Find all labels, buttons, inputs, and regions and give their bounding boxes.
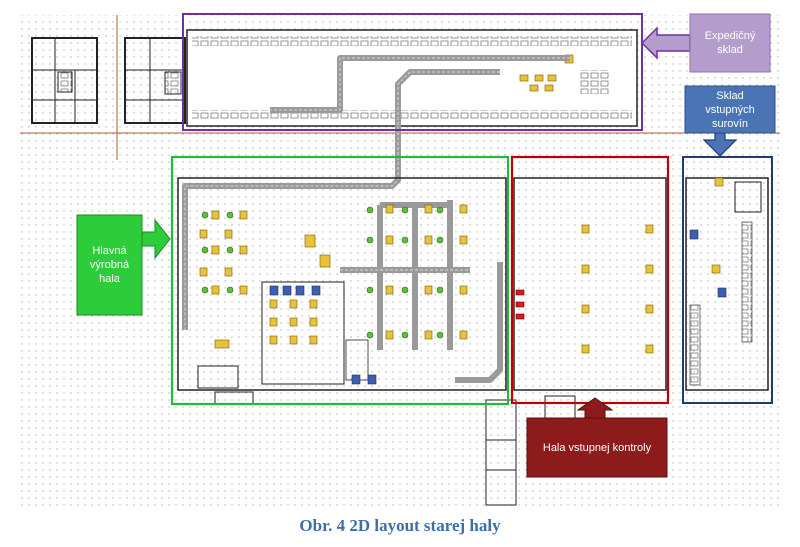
label-sklad-vstupnych-surovin: Sklad vstupných surovín (705, 89, 755, 130)
annex-plan (485, 399, 517, 506)
arrow-right-icon (141, 218, 171, 260)
floorplan-right (124, 37, 186, 124)
main-hall-label-box (76, 214, 143, 316)
label-expedicny-sklad: Expedičný sklad (704, 30, 756, 56)
raw-warehouse-plan (685, 177, 769, 391)
zone-main-hall (170, 155, 510, 406)
zone-expedition-warehouse (182, 13, 643, 131)
label-hala-vstupnej-kontroly: Hala vstupnej kontroly (542, 441, 652, 454)
raw-warehouse-label-box (684, 85, 776, 134)
conveyor-centerlines (184, 57, 570, 330)
expedition-label-box (689, 13, 771, 73)
label-hlavna-vyrobna-hala: Hlavná výrobná hala (89, 245, 130, 285)
floorplan-left (31, 37, 98, 124)
arrow-down-icon (702, 132, 738, 157)
expedition-warehouse-plan (186, 29, 638, 127)
zone-raw-warehouse (682, 156, 773, 404)
arrow-up-icon (576, 397, 614, 419)
machine-stations (199, 177, 727, 385)
figure-caption: Obr. 4 2D layout starej haly (299, 516, 501, 535)
input-control-label-box (526, 417, 668, 478)
